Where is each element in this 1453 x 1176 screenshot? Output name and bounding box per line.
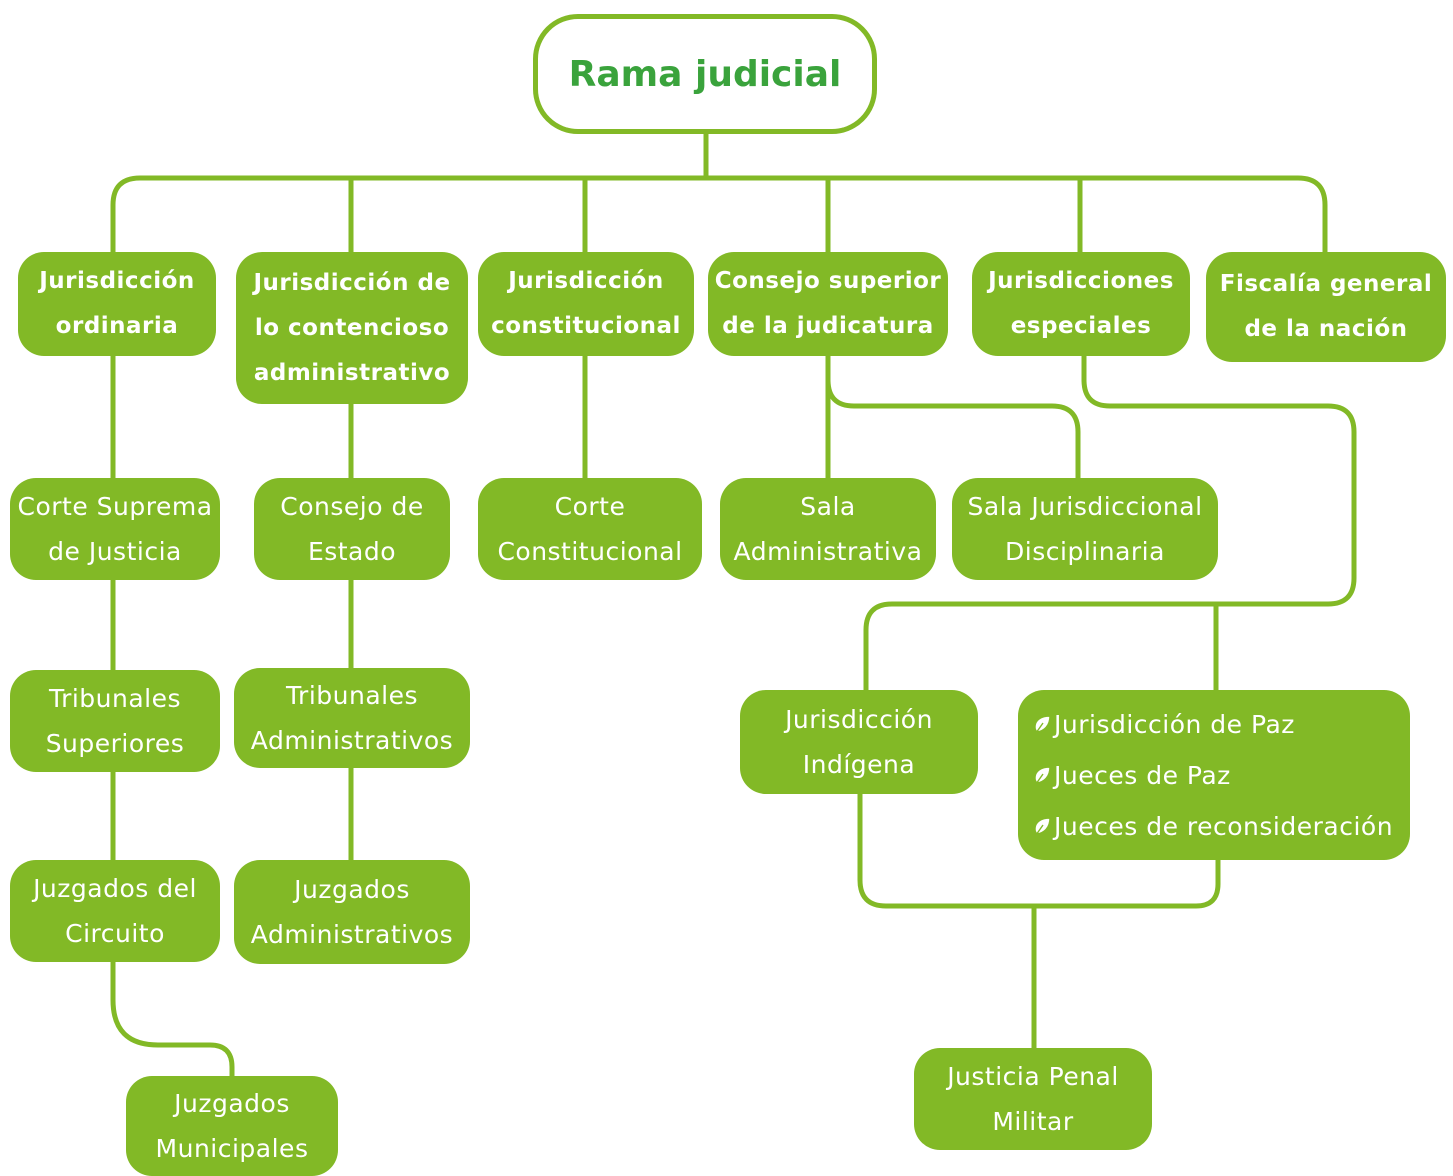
leaf-icon <box>1034 817 1051 836</box>
node-label: Disciplinaria <box>1005 537 1165 566</box>
node-label: Corte <box>554 492 626 521</box>
node-label: Administrativos <box>250 920 454 949</box>
node-consejo-estado: Consejo de Estado <box>254 478 450 580</box>
branch-label: Jurisdicción de <box>253 269 451 296</box>
paz-item-label: Jueces de reconsideración <box>1054 811 1394 841</box>
root-node: Rama judicial <box>533 14 877 134</box>
branch-label: ordinaria <box>55 313 179 339</box>
node-label: Constitucional <box>497 537 683 566</box>
node-label: Sala Jurisdiccional <box>967 492 1203 521</box>
paz-item-label: Jurisdicción de Paz <box>1054 709 1295 739</box>
node-corte-suprema: Corte Suprema de Justicia <box>10 478 220 580</box>
node-label: Justicia Penal <box>947 1062 1119 1091</box>
branch-label: Fiscalía general <box>1219 271 1433 297</box>
node-label: Militar <box>992 1107 1074 1136</box>
node-label: Municipales <box>155 1134 309 1163</box>
node-label: Jurisdicción <box>785 705 933 734</box>
node-label: Indígena <box>802 750 916 779</box>
branch-label: Jurisdicción <box>39 268 195 294</box>
list-item: Jueces de Paz <box>1032 750 1393 801</box>
node-label: Administrativos <box>250 726 454 755</box>
branch-jurisdicciones-especiales: Jurisdicciones especiales <box>972 252 1190 356</box>
node-label: Superiores <box>45 729 185 758</box>
branch-jurisdiccion-constitucional: Jurisdicción constitucional <box>478 252 694 356</box>
root-label: Rama judicial <box>568 53 842 95</box>
branch-consejo-superior: Consejo superior de la judicatura <box>708 252 948 356</box>
branch-label: Jurisdicción <box>508 268 664 294</box>
node-label: Estado <box>307 537 397 566</box>
node-label: Circuito <box>65 919 165 948</box>
branch-jurisdiccion-ordinaria: Jurisdicción ordinaria <box>18 252 216 356</box>
branch-label: lo contencioso <box>254 314 450 341</box>
branch-label: de la nación <box>1244 316 1408 342</box>
branch-label: especiales <box>1010 313 1152 339</box>
paz-item-label: Jueces de Paz <box>1054 760 1231 790</box>
node-label: Juzgados <box>174 1089 290 1118</box>
node-label: Sala <box>800 492 856 521</box>
node-label: Juzgados del <box>33 874 197 903</box>
leaf-icon <box>1034 766 1051 785</box>
branch-contencioso-administrativo: Jurisdicción de lo contencioso administrat… <box>236 252 468 404</box>
node-label: de Justicia <box>48 537 182 566</box>
node-label: Tribunales <box>285 681 419 710</box>
list-item: Jurisdicción de Paz <box>1032 699 1393 750</box>
branch-fiscalia-general: Fiscalía general de la nación <box>1206 252 1446 362</box>
leaf-icon <box>1034 715 1051 734</box>
node-label: Juzgados <box>294 875 410 904</box>
branch-label: constitucional <box>491 313 681 339</box>
branch-label: Consejo superior <box>714 268 942 294</box>
node-jurisdiccion-paz-list: Jurisdicción de Paz Jueces de Paz Jueces… <box>1018 690 1410 860</box>
node-label: Tribunales <box>48 684 182 713</box>
branch-label: de la judicatura <box>722 313 934 339</box>
node-label: Administrativa <box>733 537 923 566</box>
paz-list: Jurisdicción de Paz Jueces de Paz Jueces… <box>1032 699 1393 852</box>
list-item: Jueces de reconsideración <box>1032 801 1393 852</box>
branch-label: administrativo <box>253 359 451 386</box>
node-label: Consejo de <box>280 492 424 521</box>
node-label: Corte Suprema <box>17 492 213 521</box>
branch-label: Jurisdicciones <box>988 268 1174 294</box>
